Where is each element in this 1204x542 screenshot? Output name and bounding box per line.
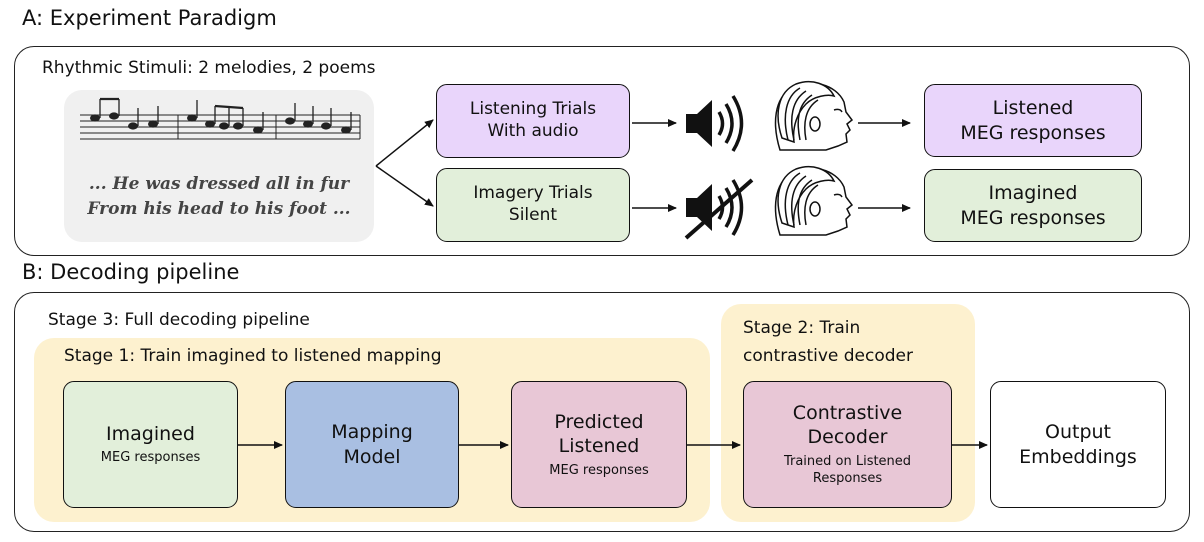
- contrastive-decoder-box: Contrastive Decoder Trained on Listened …: [743, 381, 952, 508]
- listened-meg-label: Listened: [992, 97, 1074, 120]
- predicted-listened-box: Predicted Listened MEG responses: [511, 381, 687, 508]
- imagined-meg-sub: MEG responses: [960, 206, 1106, 229]
- pipeline-panel: [14, 292, 1190, 532]
- imagined-label: Imagined: [106, 423, 195, 446]
- imagery-trials-label: Imagery Trials: [473, 183, 593, 204]
- predicted-label-2: Listened: [558, 435, 640, 458]
- mapping-model-box: Mapping Model: [285, 381, 459, 508]
- section-a-title: A: Experiment Paradigm: [22, 6, 277, 30]
- listening-trials-label: Listening Trials: [469, 99, 597, 120]
- output-label-1: Output: [1045, 421, 1111, 444]
- section-b-title: B: Decoding pipeline: [22, 260, 240, 284]
- listening-trials-sub: With audio: [487, 121, 579, 141]
- output-embeddings-box: Output Embeddings: [990, 381, 1166, 508]
- listened-meg-box: Listened MEG responses: [924, 84, 1142, 157]
- stage2-label-1: Stage 2: Train: [743, 318, 861, 338]
- imagery-trials-box: Imagery Trials Silent: [436, 168, 630, 242]
- poem-line-1: ... He was dressed all in fur: [88, 174, 350, 194]
- imagined-box: Imagined MEG responses: [63, 381, 238, 508]
- experiment-panel: [14, 46, 1190, 256]
- listened-meg-sub: MEG responses: [960, 121, 1106, 144]
- imagined-sub: MEG responses: [100, 450, 201, 466]
- stage1-label: Stage 1: Train imagined to listened mapp…: [64, 346, 442, 366]
- stimuli-label: Rhythmic Stimuli: 2 melodies, 2 poems: [42, 58, 376, 78]
- predicted-sub: MEG responses: [549, 462, 649, 478]
- contrastive-sub-1: Trained on Listened: [783, 453, 912, 469]
- mapping-model-sub: Model: [343, 445, 401, 468]
- listening-trials-box: Listening Trials With audio: [436, 84, 630, 158]
- contrastive-sub-2: Responses: [812, 471, 883, 487]
- contrastive-label-1: Contrastive: [792, 402, 903, 425]
- stage3-label: Stage 3: Full decoding pipeline: [48, 310, 310, 330]
- imagined-meg-box: Imagined MEG responses: [924, 169, 1142, 242]
- imagery-trials-sub: Silent: [508, 205, 558, 225]
- stage2-label-2: contrastive decoder: [743, 346, 913, 366]
- poem-line-2: From his head to his foot ...: [87, 199, 351, 219]
- imagined-meg-label: Imagined: [988, 182, 1078, 205]
- mapping-model-label: Mapping: [331, 421, 413, 444]
- contrastive-label-2: Decoder: [807, 426, 888, 449]
- output-label-2: Embeddings: [1019, 445, 1137, 468]
- predicted-label-1: Predicted: [554, 410, 644, 433]
